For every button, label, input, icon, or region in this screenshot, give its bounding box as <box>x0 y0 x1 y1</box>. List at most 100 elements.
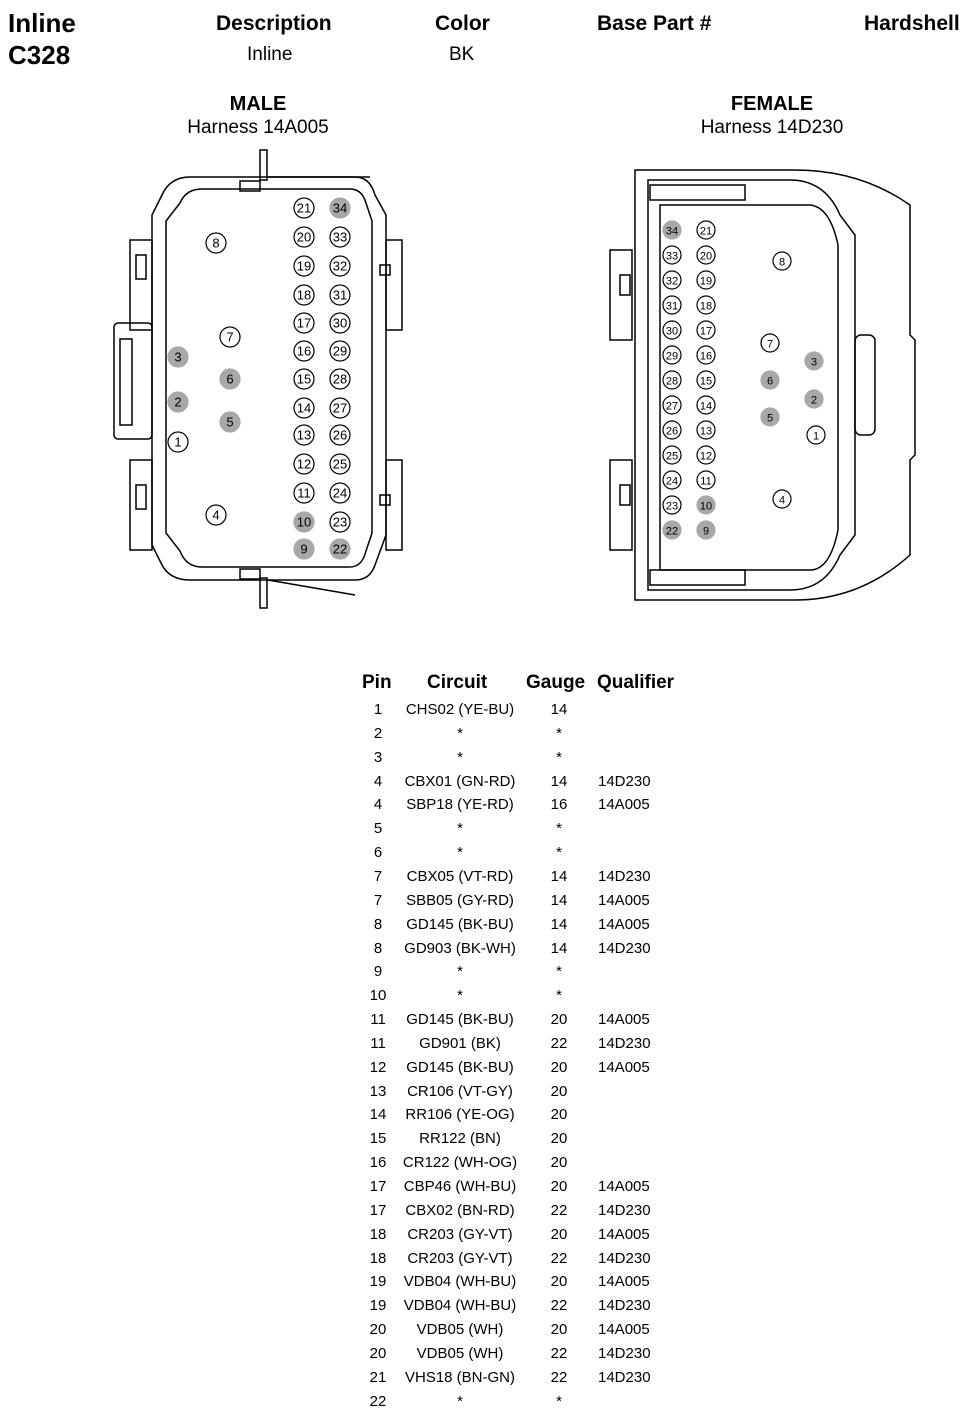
circuit-cell: CBP46 (WH-BU) <box>403 1178 517 1195</box>
male-pin-11 <box>293 482 315 504</box>
female-pin-label-30: 30 <box>666 326 678 338</box>
qualifier-cell: 14D230 <box>598 1249 651 1267</box>
pin-cell: 7 <box>373 867 383 885</box>
female-pin-28 <box>662 370 682 390</box>
male-pin-24 <box>329 482 351 504</box>
circuit-cell: CR203 (GY-VT) <box>407 1249 513 1267</box>
male-pin-label-23: 23 <box>333 515 347 530</box>
female-pin-label-14: 14 <box>700 401 712 413</box>
gauge-cell: * <box>556 820 562 838</box>
circuit-cell: GD145 (BK-BU) <box>406 1011 514 1029</box>
male-pin-16 <box>293 340 315 362</box>
female-pin-label-31: 31 <box>666 301 678 313</box>
female-pin-19 <box>696 270 716 290</box>
gauge-cell: 14 <box>550 867 568 885</box>
male-pin-30 <box>329 312 351 334</box>
connector-type: Inline <box>8 8 76 38</box>
pin-cell: 7 <box>373 891 383 909</box>
male-pin-19 <box>293 255 315 277</box>
gauge-cell: * <box>556 987 562 1005</box>
male-pin-label-31: 31 <box>333 288 347 303</box>
female-pin-label-4: 4 <box>779 495 785 507</box>
male-pin-label-18: 18 <box>297 288 311 303</box>
male-pin-label-27: 27 <box>333 401 347 416</box>
qualifier-cell: 14A005 <box>598 1178 650 1195</box>
male-pin-label-20: 20 <box>297 230 311 245</box>
qualifier-cell: 14D230 <box>598 1368 651 1386</box>
connector-id: C328 <box>8 40 71 70</box>
female-pin-label-21: 21 <box>700 226 712 238</box>
qualifier-cell: 14D230 <box>598 1201 651 1219</box>
gauge-cell: 22 <box>550 1201 568 1219</box>
female-pin-label-15: 15 <box>700 376 712 388</box>
pin-cell: 22 <box>369 1392 387 1410</box>
female-pin-label-33: 33 <box>666 251 678 263</box>
gauge-cell: 20 <box>550 1082 568 1100</box>
male-pin-label-34: 34 <box>333 201 347 216</box>
male-pin-13 <box>293 424 315 446</box>
female-pin-10 <box>696 495 716 515</box>
male-pin-label-1: 1 <box>174 435 181 450</box>
male-pin-2 <box>167 391 189 413</box>
pin-cell: 19 <box>369 1273 387 1291</box>
pin-cell: 10 <box>369 987 387 1005</box>
female-pin-label-29: 29 <box>666 351 678 363</box>
male-housing <box>113 149 403 609</box>
pin-cell: 21 <box>369 1368 387 1386</box>
male-pin-label-10: 10 <box>297 515 311 530</box>
male-pin-label-2: 2 <box>174 395 181 410</box>
gauge-cell: 20 <box>550 1273 568 1291</box>
male-pin-label-11: 11 <box>297 486 311 501</box>
male-pin-31 <box>329 284 351 306</box>
qualifier-cell: 14A005 <box>598 1011 650 1029</box>
gauge-cell: 22 <box>550 1344 568 1362</box>
female-pin-label-7: 7 <box>767 339 773 351</box>
description-label: Description <box>216 12 332 35</box>
female-pin-label-32: 32 <box>666 276 678 288</box>
color-label: Color <box>435 12 490 35</box>
circuit-cell: * <box>457 820 463 838</box>
male-pin-17 <box>293 312 315 334</box>
circuit-cell: CR122 (WH-OG) <box>402 1154 518 1172</box>
male-pin-7 <box>219 326 241 348</box>
female-pin-34 <box>662 220 682 240</box>
pin-cell: 2 <box>373 724 383 742</box>
male-pin-1 <box>167 431 189 453</box>
female-pin-label-5: 5 <box>767 413 773 425</box>
circuit-cell: VDB05 (WH) <box>416 1321 504 1339</box>
female-pin-label-19: 19 <box>700 276 712 288</box>
male-harness: Harness 14A005 <box>187 117 329 138</box>
qualifier-cell: 14D230 <box>598 939 651 957</box>
male-pin-6 <box>219 368 241 390</box>
circuit-cell: SBB05 (GY-RD) <box>406 891 514 909</box>
pin-cell: 15 <box>369 1130 387 1148</box>
female-pin-label-8: 8 <box>779 257 785 269</box>
female-pin-16 <box>696 345 716 365</box>
circuit-cell: VDB04 (WH-BU) <box>403 1273 517 1291</box>
qualifier-cell: 14D230 <box>598 1034 651 1052</box>
female-pin-2 <box>804 389 824 409</box>
pin-cell: 17 <box>369 1178 387 1195</box>
female-pin-label-16: 16 <box>700 351 712 363</box>
female-pin-24 <box>662 470 682 490</box>
female-pin-4 <box>772 489 792 509</box>
gauge-cell: 22 <box>550 1034 568 1052</box>
female-pin-15 <box>696 370 716 390</box>
header-pin: Pin <box>362 672 392 693</box>
male-pin-22 <box>329 538 351 560</box>
female-pin-label-34: 34 <box>666 226 678 238</box>
qualifier-cell: 14A005 <box>598 915 650 933</box>
qualifier-cell: 14D230 <box>598 1297 651 1315</box>
male-pin-12 <box>293 453 315 475</box>
male-pin-26 <box>329 424 351 446</box>
female-harness: Harness 14D230 <box>700 117 844 138</box>
male-pin-label-14: 14 <box>297 401 311 416</box>
